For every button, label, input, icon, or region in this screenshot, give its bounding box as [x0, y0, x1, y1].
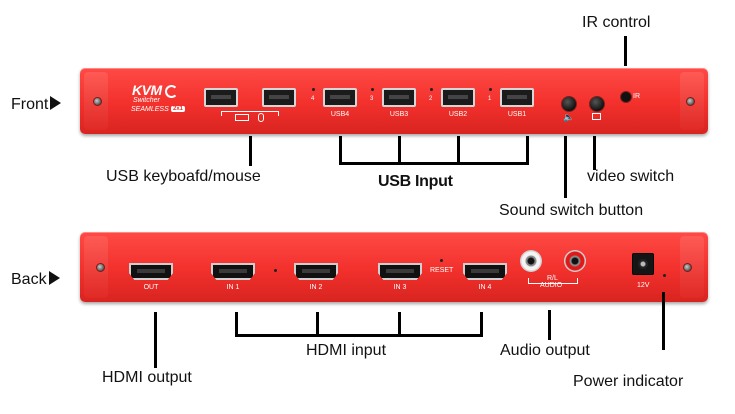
logo-switcher: Switcher — [133, 97, 160, 104]
usb-km-pointer-line — [249, 136, 252, 166]
audio-bracket — [528, 283, 578, 284]
hdmi-out-label: OUT — [143, 284, 159, 291]
arrow-right-icon — [48, 271, 60, 285]
front-panel: KVM Switcher SEAMLESS 2x1 4 USB4 3 USB3 … — [80, 68, 708, 134]
hdmi-in4-label: IN 4 — [478, 284, 492, 291]
usb4-port[interactable] — [323, 88, 357, 107]
power-led — [663, 274, 666, 277]
hdmi-input-tick-4 — [480, 312, 483, 337]
usb2-label: USB2 — [448, 111, 468, 118]
video-switch-label: video switch — [587, 168, 675, 185]
port-number: 2 — [429, 96, 433, 102]
hdmi-output-pointer-line — [154, 312, 157, 368]
usb-keyboard-mouse-label: USB keyboafd/mouse — [106, 168, 261, 185]
usb4-label: USB4 — [330, 111, 350, 118]
power-indicator-pointer-line — [662, 292, 665, 350]
usb-input-bracket — [339, 162, 529, 165]
mouse-icon — [258, 113, 264, 122]
port-number: 1 — [488, 96, 492, 102]
usb-keyboard-port[interactable] — [204, 88, 238, 107]
video-switch-pointer-line — [593, 136, 596, 170]
video-switch-button[interactable] — [589, 96, 605, 112]
audio-bracket-left — [528, 278, 529, 284]
hdmi-in3-label: IN 3 — [393, 284, 407, 291]
hdmi-input-tick-3 — [398, 312, 401, 337]
hdmi-in1-port[interactable] — [211, 263, 255, 280]
sound-switch-label: Sound switch button — [499, 202, 644, 219]
hdmi-input-label: HDMI input — [306, 342, 387, 359]
port-number: 3 — [370, 96, 374, 102]
ir-label: IR — [633, 93, 640, 100]
ir-sensor — [620, 91, 632, 103]
audio-rl-label: R/L — [547, 275, 558, 282]
logo-seamless: SEAMLESS — [131, 106, 169, 113]
rca-white-jack[interactable] — [520, 250, 542, 272]
usb3-label: USB3 — [389, 111, 409, 118]
reset-pinhole[interactable] — [440, 259, 443, 262]
usb3-port[interactable] — [382, 88, 416, 107]
screw-icon — [93, 97, 102, 106]
sound-switch-pointer-line — [564, 136, 567, 198]
hdmi-out-port[interactable] — [129, 263, 173, 280]
divider-dot — [274, 269, 277, 272]
screw-icon — [96, 263, 105, 272]
hdmi-in2-label: IN 2 — [309, 284, 323, 291]
screw-icon — [686, 97, 695, 106]
ir-control-label: IR control — [582, 14, 651, 31]
usb-input-tick-4 — [339, 136, 342, 165]
logo-model: 2x1 — [171, 106, 186, 112]
hdmi-input-tick-2 — [316, 312, 319, 337]
hdmi-in2-port[interactable] — [294, 263, 338, 280]
usb1-port[interactable] — [500, 88, 534, 107]
back-side-label: Back — [11, 271, 60, 289]
hdmi-output-label: HDMI output — [102, 369, 192, 386]
back-label: Back — [11, 271, 47, 288]
km-bracket-right — [278, 111, 279, 116]
front-label: Front — [11, 96, 49, 113]
usb-input-label: USB Input — [378, 173, 453, 190]
port-led — [430, 88, 433, 91]
power-indicator-label: Power indicator — [573, 373, 684, 390]
logo-swirl-icon — [165, 85, 178, 98]
usb-input-tick-1 — [526, 136, 529, 165]
audio-output-pointer-line — [548, 310, 551, 340]
port-led — [371, 88, 374, 91]
hdmi-in4-port[interactable] — [463, 263, 507, 280]
usb-input-tick-3 — [398, 136, 401, 165]
power-12v-label: 12V — [637, 282, 650, 289]
audio-bracket-right — [577, 278, 578, 284]
hdmi-input-tick-1 — [235, 312, 238, 337]
usb-mouse-port[interactable] — [262, 88, 296, 107]
audio-label: AUDIO — [540, 282, 563, 289]
back-panel: OUT IN 1 IN 2 IN 3 RESET IN 4 R/L AUDIO … — [80, 232, 708, 302]
arrow-right-icon — [50, 96, 62, 110]
audio-output-label: Audio output — [500, 342, 590, 359]
port-led — [489, 88, 492, 91]
logo-kvm: KVM — [132, 82, 162, 98]
km-bracket — [221, 111, 279, 112]
front-side-label: Front — [11, 96, 62, 114]
hdmi-in1-label: IN 1 — [226, 284, 240, 291]
dc-power-jack[interactable] — [632, 253, 654, 275]
rca-red-jack[interactable] — [564, 250, 586, 272]
hdmi-in3-port[interactable] — [378, 263, 422, 280]
monitor-icon — [592, 113, 601, 120]
ir-pointer-line — [624, 36, 627, 66]
port-number: 4 — [311, 96, 315, 102]
sound-switch-button[interactable] — [561, 96, 577, 112]
usb2-port[interactable] — [441, 88, 475, 107]
reset-label: RESET — [430, 267, 454, 274]
usb-input-tick-2 — [457, 136, 460, 165]
speaker-icon: 🔈 — [563, 112, 575, 122]
screw-icon — [683, 263, 692, 272]
keyboard-icon — [235, 114, 249, 121]
km-bracket-left — [221, 111, 222, 116]
hdmi-input-bracket — [235, 334, 483, 337]
usb1-label: USB1 — [507, 111, 527, 118]
port-led — [312, 88, 315, 91]
